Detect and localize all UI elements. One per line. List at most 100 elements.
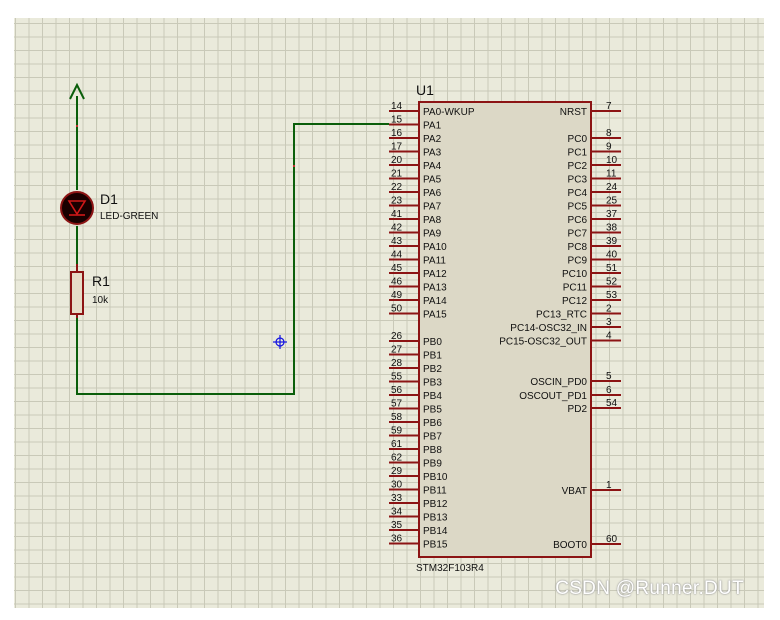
pin-name: PB5 xyxy=(423,405,442,416)
pin-number: 23 xyxy=(391,196,403,207)
led-d1[interactable]: D1 LED-GREEN xyxy=(60,191,158,225)
pin-name: PA3 xyxy=(423,148,442,159)
pin-name: PB2 xyxy=(423,364,442,375)
pin-number: 4 xyxy=(606,331,612,342)
pin-name: OSCIN_PD0 xyxy=(530,377,587,388)
pin-number: 27 xyxy=(391,345,403,356)
power-terminal[interactable] xyxy=(69,82,85,100)
pin-name: PA8 xyxy=(423,215,442,226)
pin-name: PC9 xyxy=(568,256,588,267)
pin-number: 43 xyxy=(391,236,403,247)
pin-name: VBAT xyxy=(562,486,587,497)
pin-number: 29 xyxy=(391,466,403,477)
crosshair-icon[interactable] xyxy=(273,335,287,349)
pin-name: PB11 xyxy=(423,486,447,497)
pin-name: PB1 xyxy=(423,351,442,362)
pin-name: PC11 xyxy=(563,283,588,294)
pin-number: 54 xyxy=(606,398,618,409)
pin-name: PA4 xyxy=(423,161,442,172)
wires xyxy=(76,96,389,395)
pin-number: 52 xyxy=(606,277,618,288)
pin-name: PB14 xyxy=(423,526,448,537)
pin-name: PB9 xyxy=(423,459,442,470)
node-dots xyxy=(76,125,295,167)
pin-name: PB12 xyxy=(423,499,448,510)
pin-name: OSCOUT_PD1 xyxy=(519,391,587,402)
pin-name: PB10 xyxy=(423,472,448,483)
chip-u1[interactable]: U1 STM32F103R4 14PA0-WKUP15PA116PA217PA3… xyxy=(389,82,621,574)
resistor-r1[interactable]: R1 10k xyxy=(70,264,110,318)
wire-pa1-to-resistor[interactable] xyxy=(76,123,389,395)
pin-number: 28 xyxy=(391,358,403,369)
resistor-value-label: 10k xyxy=(92,295,109,306)
pin-number: 56 xyxy=(391,385,403,396)
pin-number: 11 xyxy=(606,169,617,180)
pin-number: 62 xyxy=(391,453,403,464)
pin-name: PA13 xyxy=(423,283,447,294)
pin-number: 42 xyxy=(391,223,403,234)
arrow-up-icon xyxy=(69,82,85,100)
schematic-canvas[interactable]: D1 LED-GREEN R1 10k U1 STM32F103R4 14 xyxy=(14,18,764,608)
diode-icon xyxy=(67,200,87,216)
pin-number: 17 xyxy=(391,142,403,153)
pin-name: PA11 xyxy=(423,256,446,267)
led-value-label: LED-GREEN xyxy=(100,211,158,222)
pin-name: PB4 xyxy=(423,391,442,402)
